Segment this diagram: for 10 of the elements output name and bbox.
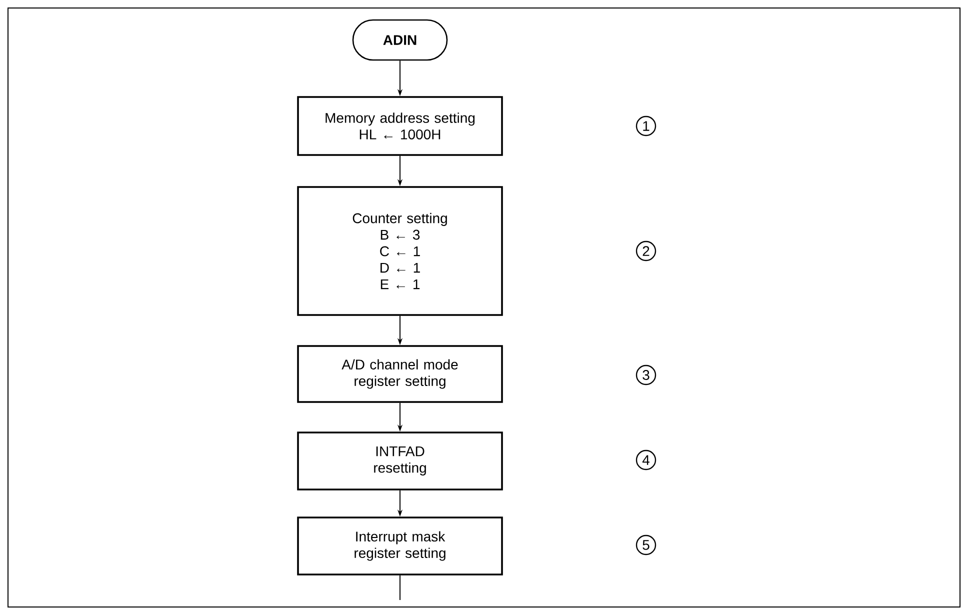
process-box: A/D channel mode register setting [297, 345, 503, 403]
process-box: Memory address setting HL ← 1000H [297, 96, 503, 156]
process-box: Interrupt mask register setting [297, 516, 503, 576]
callout-number: 2 [636, 240, 656, 262]
callout-number: 3 [636, 364, 656, 386]
process-box: Counter setting B ← 3 C ← 1 D ← 1 E ← 1 [297, 186, 503, 316]
callout-number: 5 [636, 534, 656, 556]
callout-number: 1 [636, 116, 656, 136]
process-box: INTFAD resetting [297, 432, 503, 490]
callout-number: 4 [636, 450, 656, 470]
